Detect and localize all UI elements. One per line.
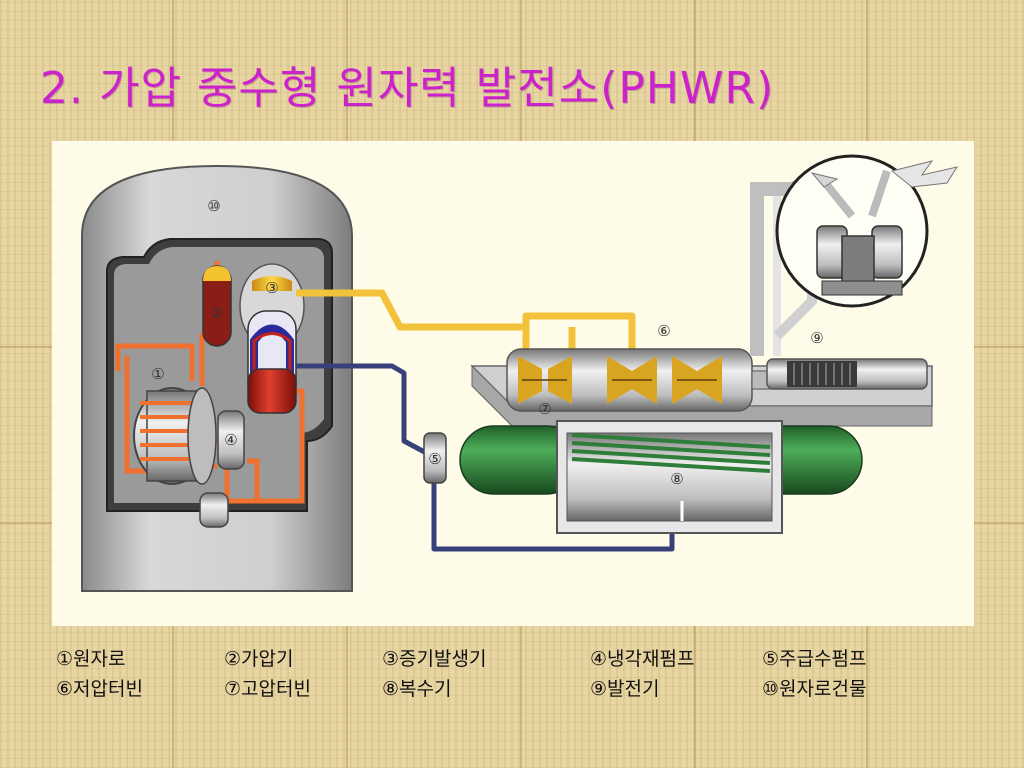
legend-item: ⑨발전기 <box>590 678 660 700</box>
legend-item: ⑦고압터빈 <box>224 678 311 700</box>
component-markers: ⑩ ② ③ ① ④ ⑤ ⑥ ⑦ ⑧ ⑨ <box>151 197 823 488</box>
transformer <box>775 154 959 308</box>
legend-row: ⑥저압터빈 ⑦고압터빈 ⑧복수기 ⑨발전기 ⑩원자로건물 <box>56 674 956 704</box>
marker-condenser: ⑧ <box>670 470 683 488</box>
marker-reactor-building: ⑩ <box>207 197 220 215</box>
steam-generator <box>239 263 305 414</box>
marker-steam-generator: ③ <box>265 279 278 297</box>
condenser <box>459 420 863 534</box>
legend: ①원자로 ②가압기 ③증기발생기 ④냉각재펌프 ⑤주급수펌프 ⑥저압터빈 ⑦고압… <box>56 644 956 704</box>
legend-item: ②가압기 <box>224 648 294 670</box>
marker-feedwater-pump: ⑤ <box>428 450 441 468</box>
feedwater-piping <box>296 363 675 552</box>
legend-item: ③증기발생기 <box>382 648 487 670</box>
reactor <box>133 387 217 485</box>
legend-item: ⑧복수기 <box>382 678 452 700</box>
legend-item: ④냉각재펌프 <box>590 648 695 670</box>
generator <box>766 358 928 390</box>
legend-row: ①원자로 ②가압기 ③증기발생기 ④냉각재펌프 ⑤주급수펌프 <box>56 644 956 674</box>
marker-pressurizer: ② <box>210 304 223 322</box>
marker-hp-turbine: ⑦ <box>538 400 551 418</box>
marker-generator: ⑨ <box>810 329 823 347</box>
page-title: 2. 가압 중수형 원자력 발전소(PHWR) <box>40 63 775 114</box>
turbines <box>506 348 773 412</box>
marker-reactor: ① <box>151 365 164 383</box>
legend-item: ①원자로 <box>56 648 126 670</box>
phwr-diagram-svg: ⑩ ② ③ ① ④ ⑤ ⑥ ⑦ ⑧ ⑨ <box>81 154 959 592</box>
legend-item: ⑩원자로건물 <box>762 678 867 700</box>
pressurizer <box>202 265 232 347</box>
legend-item: ⑥저압터빈 <box>56 678 143 700</box>
phwr-diagram: ⑩ ② ③ ① ④ ⑤ ⑥ ⑦ ⑧ ⑨ <box>52 141 974 626</box>
coolant-pump <box>199 410 245 528</box>
legend-item: ⑤주급수펌프 <box>762 648 867 670</box>
marker-lp-turbine: ⑥ <box>657 322 670 340</box>
feedwater-pump <box>423 432 447 484</box>
marker-coolant-pump: ④ <box>224 431 237 449</box>
